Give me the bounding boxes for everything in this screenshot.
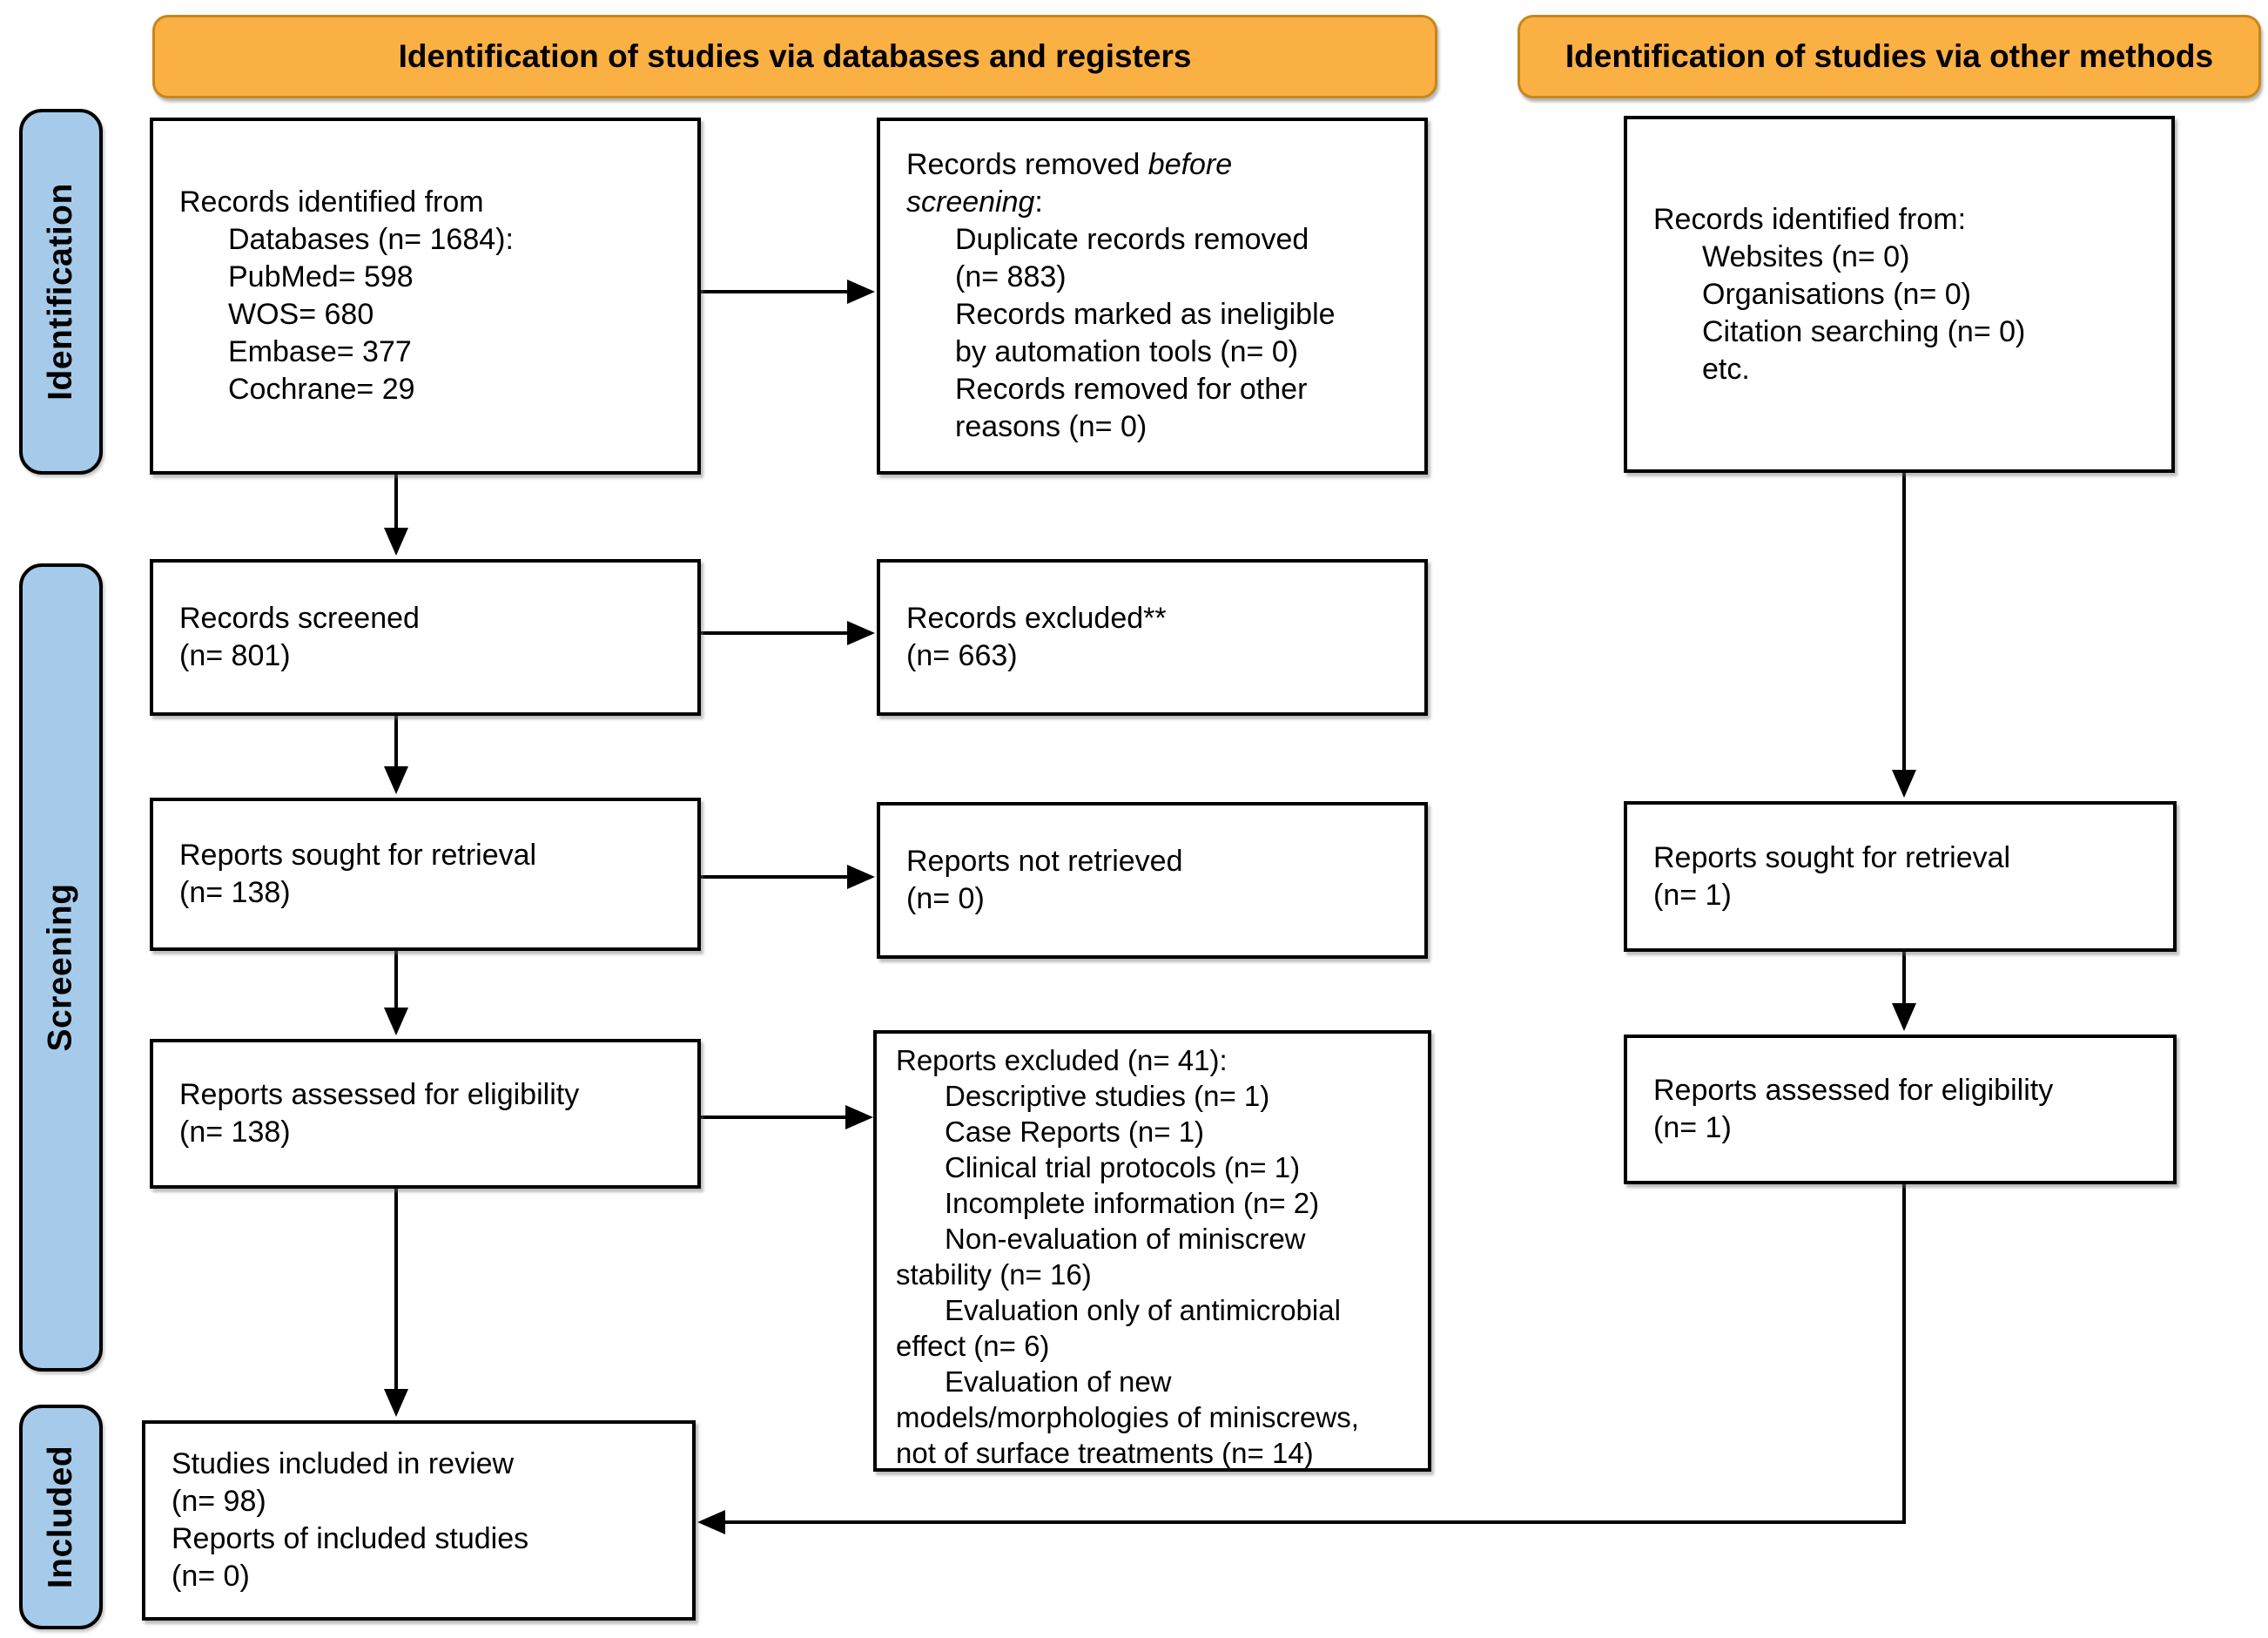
text-line: (n= 663): [906, 639, 1018, 672]
text-line: Websites (n= 0): [1702, 239, 1910, 273]
text-line: Records screened: [179, 602, 420, 635]
text-line: (n= 138): [179, 876, 291, 909]
text-line: (n= 0): [906, 882, 985, 915]
text-line: Citation searching (n= 0): [1702, 314, 2026, 348]
text-line: (n= 883): [955, 260, 1067, 293]
text-line: Reports assessed for eligibility: [1653, 1074, 2054, 1107]
text-line: WOS= 680: [228, 298, 374, 331]
box-studies-included: Studies included in review (n= 98) Reports…: [142, 1420, 696, 1621]
box-other-records-identified: Records identified from:Websites (n= 0) O…: [1624, 116, 2175, 473]
text-line: (n= 0): [172, 1560, 250, 1593]
text-line: etc.: [1702, 352, 1750, 386]
text-line: Reports excluded (n= 41):: [896, 1044, 1228, 1076]
sidebar-identification: Identification: [19, 109, 103, 475]
text-line: Reports sought for retrieval: [179, 839, 537, 872]
text-line: Evaluation only of antimicrobial: [945, 1294, 1341, 1326]
box-reports-assessed: Reports assessed for eligibility (n= 138): [150, 1039, 701, 1189]
text-line: Descriptive studies (n= 1): [945, 1080, 1270, 1112]
text-line: Cochrane= 29: [228, 373, 415, 406]
text-line: (n= 1): [1653, 878, 1732, 912]
text-line: effect (n= 6): [896, 1330, 1050, 1362]
text-line: Evaluation of new: [945, 1365, 1172, 1398]
text-line: Embase= 377: [228, 335, 412, 368]
text-line: Studies included in review: [172, 1447, 515, 1480]
header-other-methods: Identification of studies via other meth…: [1518, 15, 2261, 98]
sidebar-screening: Screening: [19, 563, 103, 1372]
text-line: Records identified from: [179, 185, 484, 219]
sidebar-included-label: Included: [42, 1445, 79, 1589]
text-line: Reports sought for retrieval: [1653, 840, 2011, 874]
box-other-reports-assessed: Reports assessed for eligibility (n= 1): [1624, 1035, 2177, 1184]
box-reports-excluded: Reports excluded (n= 41): Descriptive stu…: [873, 1030, 1431, 1472]
text-line: by automation tools (n= 0): [955, 335, 1299, 368]
text-line: Reports assessed for eligibility: [179, 1078, 580, 1111]
sidebar-screening-label: Screening: [42, 883, 80, 1052]
text-line: not of surface treatments (n= 14): [896, 1437, 1314, 1469]
text-line: Incomplete information (n= 2): [945, 1187, 1320, 1219]
text-line: Records removed before: [906, 148, 1233, 181]
text-line: stability (n= 16): [896, 1258, 1092, 1291]
header-databases-label: Identification of studies via databases …: [398, 38, 1192, 74]
text-line: Databases (n= 1684):: [228, 223, 514, 256]
box-other-reports-sought: Reports sought for retrieval (n= 1): [1624, 801, 2177, 952]
text-line: Organisations (n= 0): [1702, 277, 1971, 311]
text-line: PubMed= 598: [228, 260, 414, 293]
text-line: reasons (n= 0): [955, 410, 1147, 443]
text-line: Reports not retrieved: [906, 845, 1183, 878]
box-reports-not-retrieved: Reports not retrieved (n= 0): [877, 802, 1428, 959]
box-records-screened: Records screened (n= 801): [150, 559, 701, 716]
box-records-excluded: Records excluded** (n= 663): [877, 559, 1428, 716]
text-line: (n= 1): [1653, 1111, 1732, 1144]
text-line: Records identified from:: [1653, 202, 1967, 236]
text-line: Non-evaluation of miniscrew: [945, 1223, 1306, 1255]
box-reports-sought: Reports sought for retrieval (n= 138): [150, 798, 701, 951]
text-line: screening:: [906, 185, 1043, 219]
text-line: Reports of included studies: [172, 1522, 529, 1555]
header-databases-registers: Identification of studies via databases …: [152, 15, 1437, 98]
text-line: Case Reports (n= 1): [945, 1116, 1205, 1148]
sidebar-identification-label: Identification: [42, 183, 80, 401]
text-line: models/morphologies of miniscrews,: [896, 1401, 1359, 1433]
text-line: (n= 138): [179, 1116, 291, 1149]
text-line: Clinical trial protocols (n= 1): [945, 1151, 1301, 1183]
text-line: Records removed for other: [955, 373, 1308, 406]
text-line: Records marked as ineligible: [955, 298, 1336, 331]
sidebar-included: Included: [19, 1405, 103, 1629]
box-records-removed: Records removed before screening: Duplicat…: [877, 118, 1428, 475]
text-line: (n= 98): [172, 1485, 266, 1518]
header-other-label: Identification of studies via other meth…: [1565, 38, 2214, 74]
text-line: Duplicate records removed: [955, 223, 1309, 256]
text-line: (n= 801): [179, 639, 291, 672]
text-line: Records excluded**: [906, 602, 1167, 635]
